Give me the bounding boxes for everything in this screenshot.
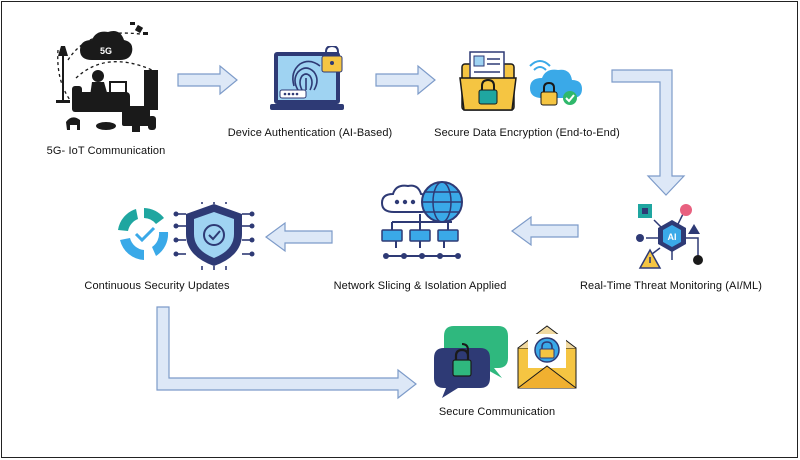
ai-threat-monitoring-icon: AI	[636, 204, 703, 269]
step-label-secure: Secure Communication	[438, 406, 556, 418]
arrow-iot-to-auth	[177, 64, 238, 96]
step-label-monitor: Real-Time Threat Monitoring (AI/ML)	[580, 280, 762, 292]
encryption-folder-cloud-icon	[459, 51, 582, 111]
step-label-updates: Continuous Security Updates	[84, 280, 230, 292]
fingerprint-laptop-icon	[270, 46, 344, 110]
iot-network-icon: 5G	[56, 22, 158, 132]
step-label-iot: 5G- IoT Communication	[46, 145, 166, 157]
arrow-updates-to-secure	[156, 306, 417, 400]
step-label-slicing: Network Slicing & Isolation Applied	[333, 280, 507, 292]
network-slicing-icon	[380, 181, 463, 259]
step-label-encrypt: Secure Data Encryption (End-to-End)	[434, 127, 620, 139]
iot-badge: 5G	[100, 46, 112, 56]
security-updates-icon	[118, 202, 255, 270]
arrow-slicing-to-updates	[264, 221, 333, 253]
ai-badge: AI	[668, 232, 677, 242]
arrow-monitor-to-slicing	[510, 215, 579, 247]
step-label-auth: Device Authentication (AI-Based)	[227, 127, 393, 139]
secure-communication-icon	[434, 325, 577, 398]
arrow-auth-to-encrypt	[375, 64, 436, 96]
arrow-encrypt-to-monitor	[611, 69, 686, 196]
